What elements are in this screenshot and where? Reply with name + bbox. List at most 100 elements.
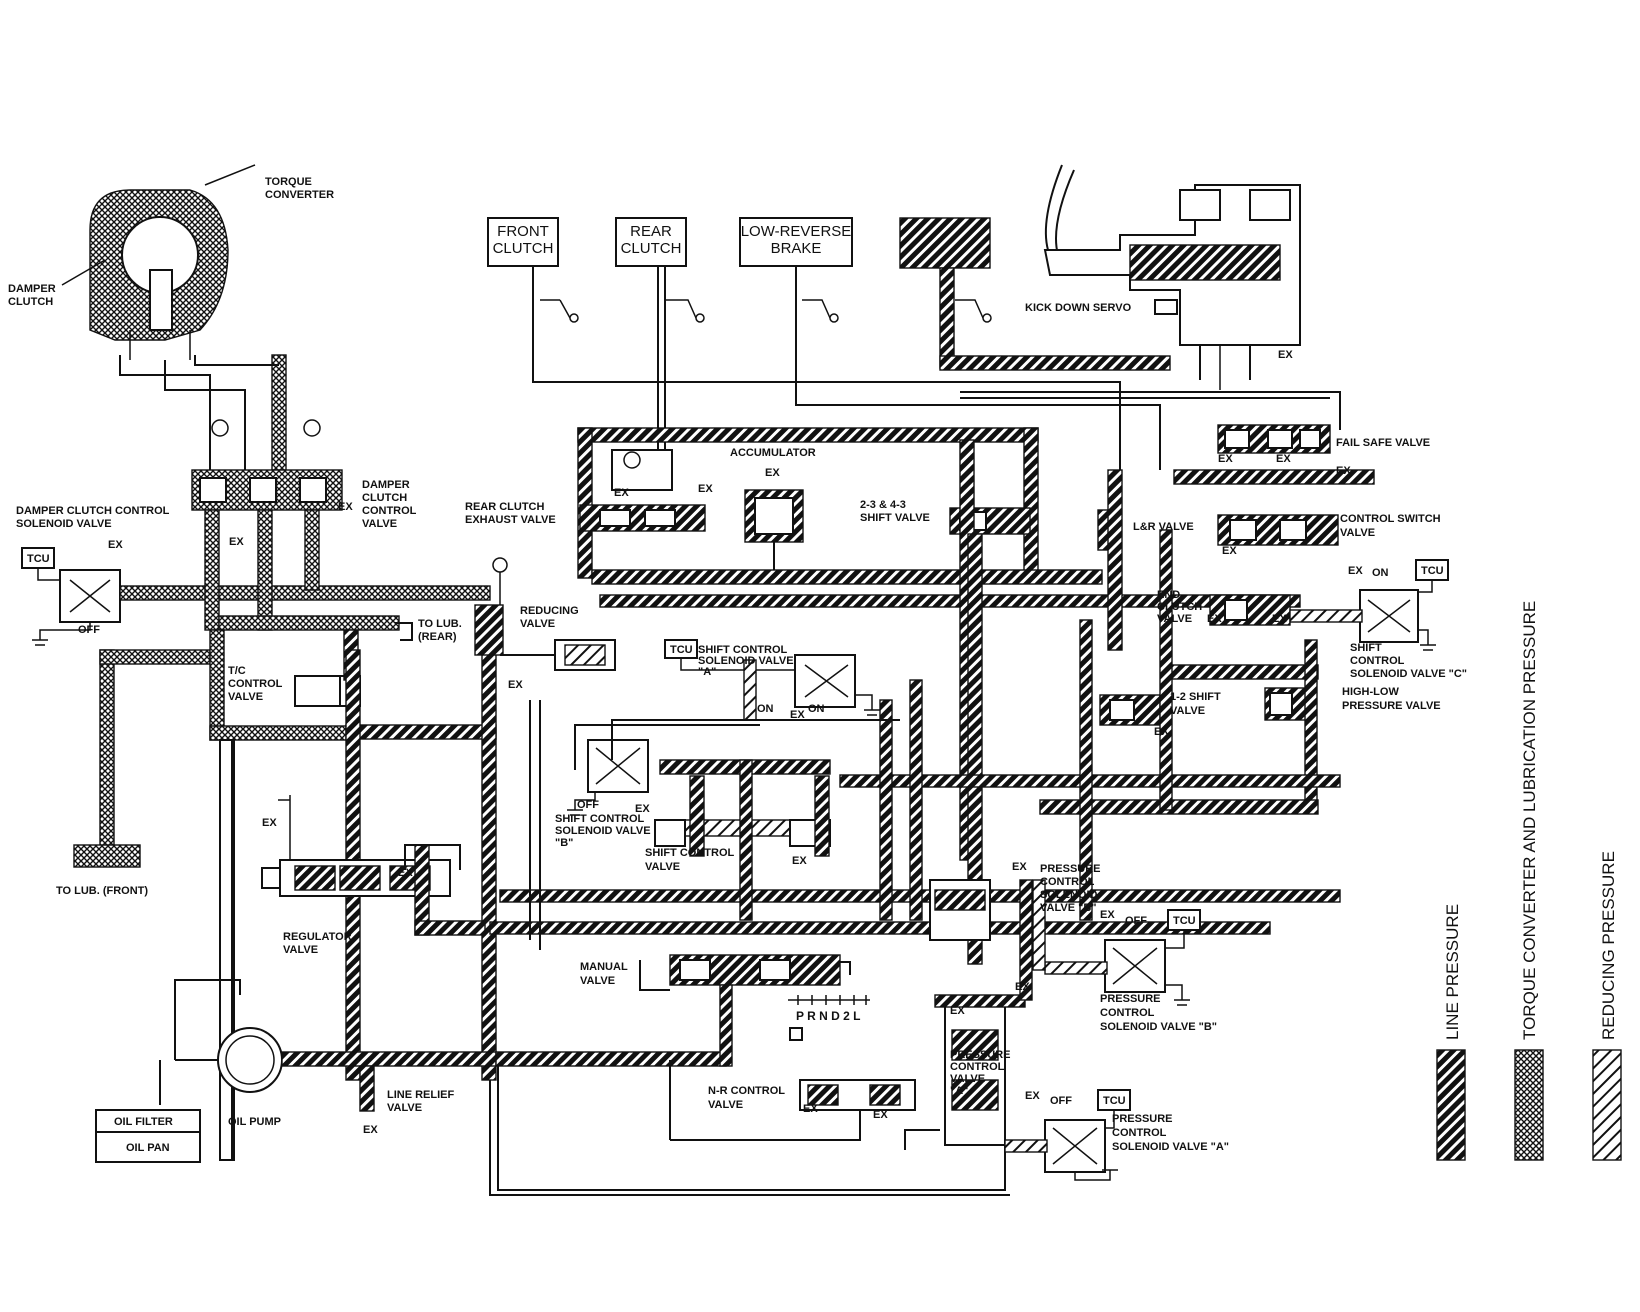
damper-clutch-control-solenoid-valve [21, 547, 121, 646]
legend-tc-lubrication: TORQUE CONVERTER AND LUBRICATION PRESSUR… [1520, 601, 1539, 1040]
pressure-gauge [211, 419, 229, 437]
solenoid-b-pc-line [1044, 961, 1108, 975]
ex-mark: EX [803, 1103, 818, 1115]
accumulator [744, 489, 804, 575]
return-line [497, 1066, 1006, 1191]
kick-down-servo [1043, 164, 1301, 390]
legend-line-pressure: LINE PRESSURE [1443, 904, 1462, 1040]
mid-line-pressure [599, 594, 1301, 608]
tcu-label: TCU [1421, 565, 1444, 577]
high-low-line [1039, 799, 1319, 815]
tc-vert-pipe [204, 509, 220, 631]
damper-clutch-leader [61, 259, 106, 286]
off-mark: OFF [78, 624, 100, 636]
shift-control-solenoid-valve-a [664, 639, 880, 716]
pressure-control-solenoid-valve-a [1044, 1089, 1131, 1181]
mid-vertical [909, 679, 923, 921]
ex-mark: EX [698, 483, 713, 495]
accumulator-label: ACCUMULATOR [730, 447, 816, 459]
rear-clutch-box [615, 217, 687, 267]
ex-mark: EX [792, 855, 807, 867]
torque-converter-leader [204, 164, 256, 186]
tc-line-4 [194, 355, 279, 366]
shift-valve-2-3-4-3 [949, 439, 1031, 861]
ex-mark: EX [1218, 453, 1233, 465]
hatched-box-line [939, 267, 955, 369]
ex-mark: EX [1207, 613, 1222, 625]
mid-vertical [1079, 619, 1093, 921]
ex-mark: EX [508, 679, 523, 691]
solenoid-a-line [743, 659, 757, 721]
return-line [904, 1129, 940, 1150]
rear-clutch-exhaust-valve [579, 449, 706, 532]
pump-outlet-line [495, 1051, 727, 1067]
solenoid-b-pc-line [1032, 879, 1046, 971]
ex-mark: EX [873, 1109, 888, 1121]
ex-mark: EX [635, 803, 650, 815]
bleed-ball [695, 313, 705, 323]
oil-pan-label: OIL PAN [126, 1142, 170, 1154]
clutch-bleed [955, 299, 984, 319]
fail-safe-valve [1217, 424, 1331, 454]
to-lub-front-pipe [99, 649, 211, 665]
tcu-label: TCU [670, 644, 693, 656]
manual-valve-out [719, 984, 733, 1067]
nr-control-valve [669, 1060, 916, 1141]
solenoid-b-line [574, 724, 760, 770]
clutch-bleed [666, 299, 697, 319]
ex-mark: EX [262, 817, 277, 829]
mid-vertical [879, 699, 893, 921]
line-pressure-pipe [345, 724, 497, 740]
oil-filter-box [95, 1109, 201, 1133]
ex-mark: EX [1348, 565, 1363, 577]
damper-clutch-control-valve [191, 469, 343, 511]
to-lub-rear-label: TO LUB.(REAR) [418, 618, 462, 643]
ex-mark: EX [765, 467, 780, 479]
line-pressure-trunk [481, 614, 497, 1081]
to-lub-rear-pipe [218, 615, 400, 631]
tcu-label: TCU [1173, 915, 1196, 927]
ex-mark: EX [398, 867, 413, 879]
ex-mark: EX [1154, 726, 1169, 738]
pressure-control-solenoid-valve-b [1104, 909, 1201, 1006]
tc-line-3 [271, 354, 287, 471]
fail-safe-valve-label: FAIL SAFE VALVE [1336, 437, 1430, 449]
hatched-box [899, 217, 991, 269]
regulator-ex [404, 844, 461, 870]
upper-pipe [960, 391, 1341, 430]
return-line [489, 1080, 1010, 1196]
ex-mark: EX [229, 536, 244, 548]
to-lub-front-filter [73, 844, 141, 868]
ex-mark: EX [1222, 545, 1237, 557]
tc-vert-pipe [257, 509, 273, 631]
ex-mark: EX [338, 501, 353, 513]
regulator-line [414, 920, 486, 936]
line-pressure-upper [1023, 427, 1039, 579]
shift-position-scale: P R N D 2 L [796, 1009, 860, 1023]
front-clutch-box [487, 217, 559, 267]
bleed-ball [569, 313, 579, 323]
front-clutch-line [532, 266, 1121, 470]
ex-mark: EX [1336, 465, 1351, 477]
pcv-a-line [1019, 879, 1033, 1001]
control-switch-valve [1217, 514, 1339, 546]
